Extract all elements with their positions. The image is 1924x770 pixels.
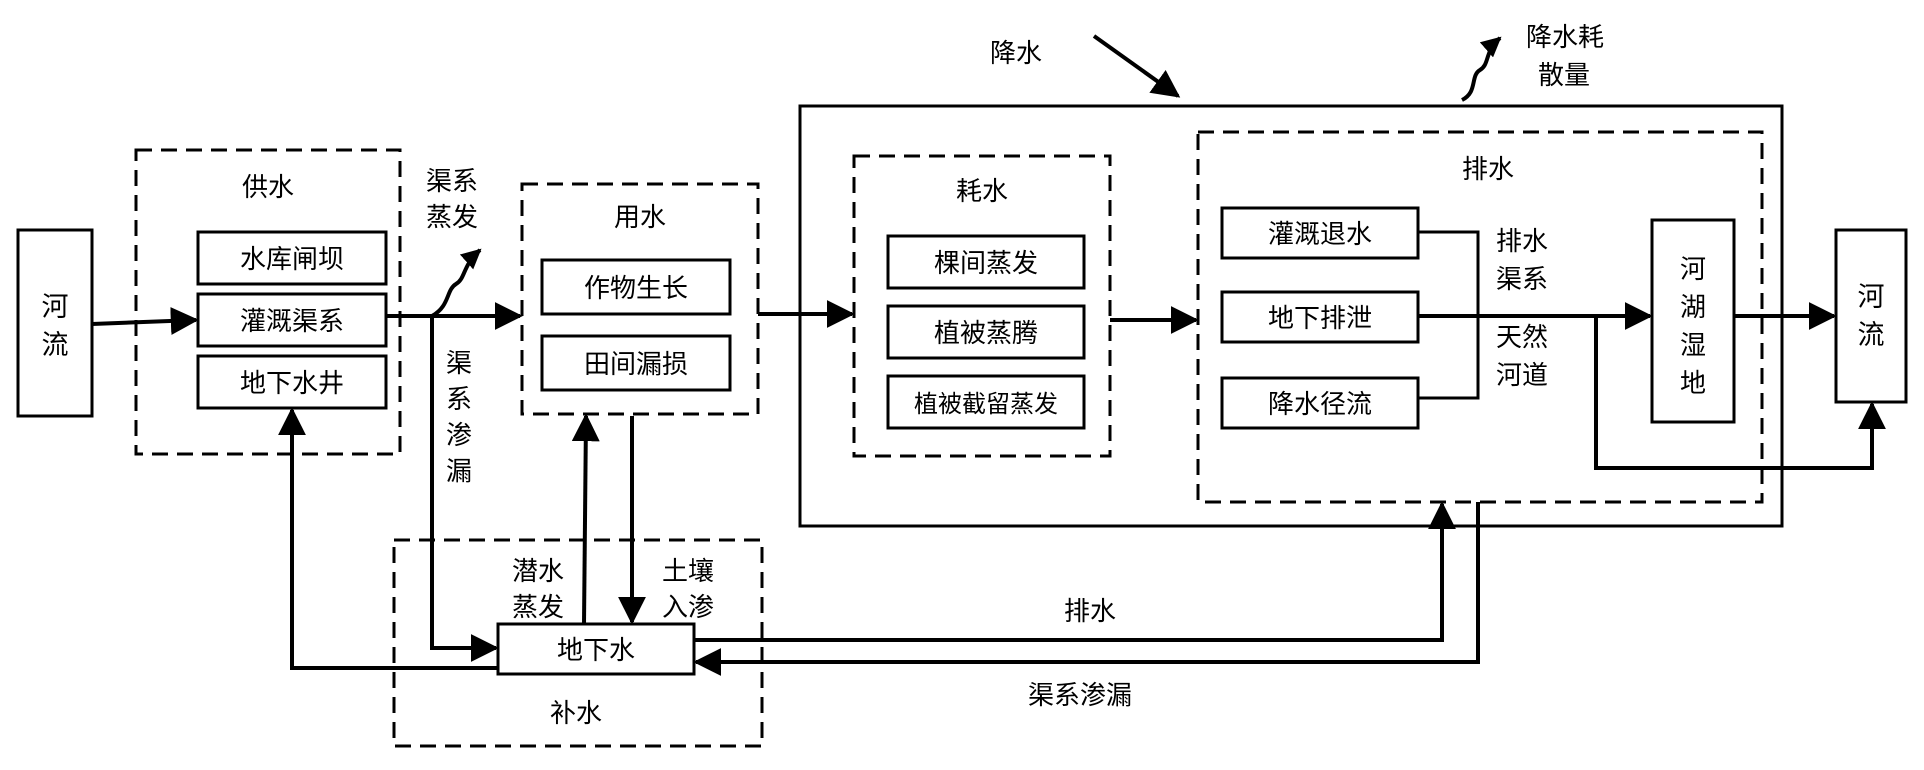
canal-evap-label-1: 渠系 [426, 167, 478, 197]
arrow-precipitation [1092, 34, 1181, 98]
precipitation-label: 降水 [990, 39, 1042, 69]
arrow-groundwater-to-well [278, 407, 498, 670]
flow-arrows [91, 34, 1886, 676]
river-left-node: 河 流 [16, 228, 94, 418]
wetland-char-1: 河 [1680, 255, 1706, 285]
drain-group: 排水 灌溉退水 地下排泄 降水径流 排水 渠系 天然 河道 河 湖 湿 地 [1196, 130, 1764, 504]
phreatic-evap-label-2: 蒸发 [512, 593, 564, 623]
canal-seepage-v-1: 渠 [446, 349, 472, 379]
drain-natural-label-2: 河道 [1496, 361, 1548, 391]
use-group: 用水 作物生长 田间漏损 [520, 182, 760, 416]
drain-item-subsurface: 地下排泄 [1268, 304, 1372, 334]
canal-evap-label-2: 蒸发 [426, 203, 478, 233]
wetland-char-3: 湿 [1680, 331, 1706, 361]
recharge-title: 补水 [550, 699, 602, 729]
drain-natural-label-1: 天然 [1496, 323, 1548, 353]
canal-evap-wave-icon [430, 248, 482, 318]
river-right-node: 河 流 [1834, 228, 1908, 404]
supply-item-canal: 灌溉渠系 [240, 307, 344, 337]
drain-item-return: 灌溉退水 [1268, 220, 1372, 250]
soil-infiltration-label-2: 入渗 [662, 593, 714, 623]
drain-channel-label-2: 渠系 [1496, 265, 1548, 295]
river-left-char-1: 河 [42, 292, 69, 323]
arrow-river-to-canal [91, 306, 199, 335]
wetland-char-2: 湖 [1680, 293, 1706, 323]
arrow-natural-bypass [1594, 316, 1886, 470]
canal-seepage-v-3: 渗 [446, 421, 472, 451]
arrow-groundwater-drain [694, 501, 1456, 642]
wetland-node [1650, 218, 1736, 424]
precip-evap-wave-icon [1460, 36, 1502, 102]
groundwater-node [496, 622, 696, 676]
supply-item-reservoir: 水库闸坝 [240, 245, 344, 275]
canal-seepage-flow-label: 渠系渗漏 [1028, 681, 1132, 711]
drain-title: 排水 [1462, 155, 1514, 185]
arrow-canal-seepage-back [693, 502, 1480, 676]
precip-evap-label-2: 散量 [1538, 61, 1590, 91]
supply-title: 供水 [242, 173, 294, 203]
consume-item-transpiration: 植被蒸腾 [934, 319, 1038, 349]
use-item-crop: 作物生长 [584, 274, 688, 304]
river-left-char-2: 流 [42, 330, 69, 361]
supply-item-well: 地下水井 [240, 369, 344, 399]
precip-evap-label-1: 降水耗 [1526, 23, 1604, 53]
drain-item-runoff: 降水径流 [1268, 390, 1372, 420]
canal-seepage-v-2: 系 [446, 385, 472, 415]
arrow-canal-seepage-down [430, 316, 499, 662]
soil-infiltration-label-1: 土壤 [662, 557, 714, 587]
drain-channel-label-1: 排水 [1496, 227, 1548, 257]
consume-title: 耗水 [956, 177, 1008, 207]
river-right-char-2: 流 [1858, 320, 1885, 351]
recharge-group: 地下水 补水 潜水 蒸发 土壤 入渗 [392, 538, 764, 748]
consume-item-interception: 植被截留蒸发 [914, 390, 1058, 418]
phreatic-evap-label-1: 潜水 [512, 557, 564, 587]
consume-item-soil-evap: 棵间蒸发 [934, 249, 1038, 279]
arrow-phreatic-evap [571, 413, 600, 625]
use-item-field-leak: 田间漏损 [584, 350, 688, 380]
supply-group: 供水 水库闸坝 灌溉渠系 地下水井 [134, 148, 402, 456]
groundwater-label: 地下水 [557, 636, 635, 666]
canal-seepage-v-4: 漏 [446, 457, 472, 487]
wetland-char-4: 地 [1680, 369, 1706, 399]
river-right-char-1: 河 [1858, 282, 1885, 313]
drainage-flow-label: 排水 [1064, 597, 1116, 627]
use-title: 用水 [614, 203, 666, 233]
consume-group: 耗水 棵间蒸发 植被蒸腾 植被截留蒸发 [852, 154, 1112, 458]
